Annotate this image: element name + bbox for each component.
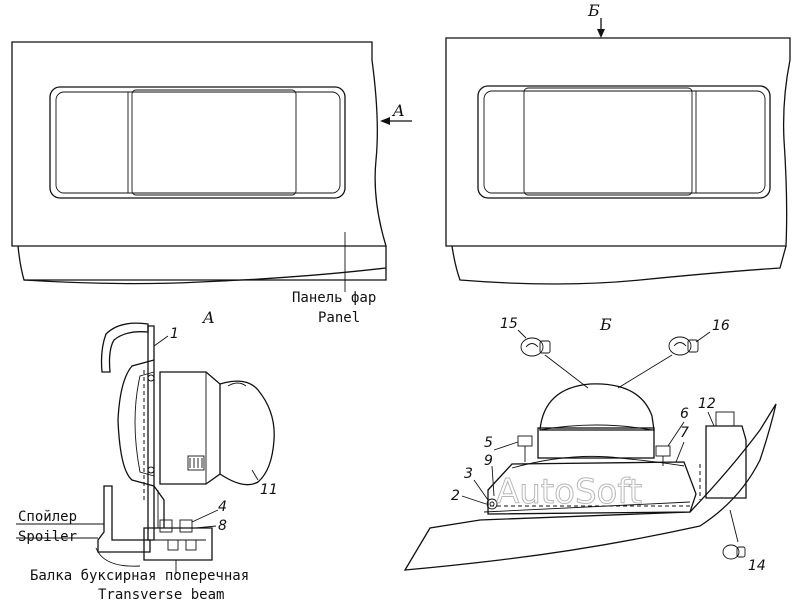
part-number-6: 6	[680, 406, 689, 422]
spoiler-label-en: Spoiler	[18, 529, 77, 545]
bulb-16-icon	[668, 336, 699, 356]
view-a-section	[95, 322, 275, 567]
view-a-arrow: A	[380, 101, 412, 125]
part-number-2: 2	[451, 488, 460, 504]
view-a-title: A	[201, 308, 215, 327]
panel-label-en: Panel	[318, 310, 360, 326]
part-number-11: 11	[260, 482, 278, 498]
part-number-4: 4	[218, 499, 227, 515]
part-number-12: 12	[698, 396, 716, 412]
view-a-arrow-label: A	[391, 101, 405, 120]
view-b-section	[403, 383, 777, 571]
panel-front-view-left	[11, 41, 387, 285]
part-number-15: 15	[500, 316, 518, 332]
watermark: AutoSoft	[496, 472, 642, 512]
part-number-14: 14	[748, 558, 766, 574]
part-number-16: 16	[712, 318, 730, 334]
view-a-callouts: 1 11 4 8	[16, 326, 278, 539]
part-number-1: 1	[170, 326, 179, 342]
beam-label-en: Transverse beam	[98, 587, 224, 603]
part-number-5: 5	[484, 435, 493, 451]
view-b-title: Б	[599, 315, 612, 334]
panel-front-view-right	[445, 37, 791, 285]
panel-label-ru: Панель фар	[292, 290, 376, 306]
view-b-callouts: 5 9 3 2 6 7 12	[451, 396, 716, 505]
bulb-14-icon	[722, 544, 746, 560]
view-b-arrow: Б	[587, 1, 605, 38]
part-number-7: 7	[680, 425, 689, 441]
spoiler-label-ru: Спойлер	[18, 509, 77, 525]
view-b-arrow-label: Б	[587, 1, 600, 20]
bulb-15-icon	[520, 337, 551, 357]
part-number-3: 3	[464, 466, 473, 482]
beam-label-ru: Балка буксирная поперечная	[30, 568, 249, 584]
part-number-9: 9	[484, 453, 493, 469]
part-number-8: 8	[218, 518, 227, 534]
